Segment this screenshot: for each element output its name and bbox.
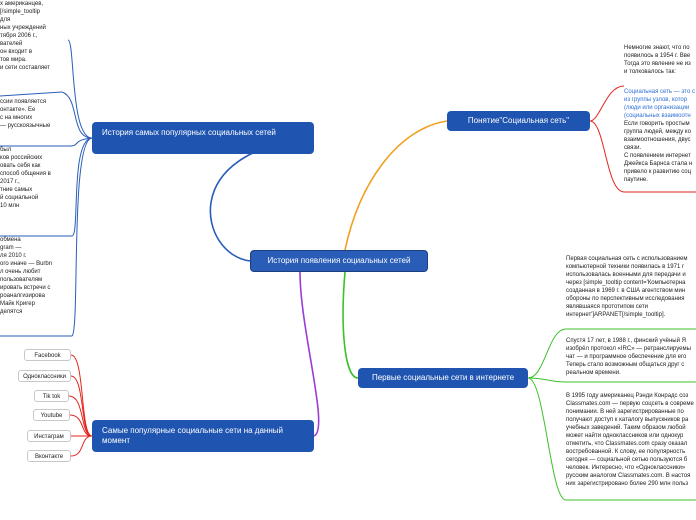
history-text-3: был ков российских овать себя как способ… — [0, 147, 51, 209]
link-first-text2 — [527, 377, 567, 383]
topic-concept[interactable]: Понятие"Социальная сеть" — [447, 111, 590, 131]
link-popular-vk — [70, 435, 93, 457]
link-concept-text2 — [589, 120, 625, 193]
first-text-2: Спустя 17 лет, в 1988 г., финский учёный… — [566, 338, 691, 376]
topic-history[interactable]: История самых популярных социальных сете… — [92, 122, 314, 154]
leaf-facebook[interactable]: Facebook — [24, 349, 71, 361]
link-first-text1 — [527, 328, 567, 379]
concept-definition-text: Социальная сеть — это с из группы узлов,… — [624, 88, 696, 192]
central-topic[interactable]: История появления социальных сетей — [250, 250, 428, 272]
leaf-youtube[interactable]: Youtube — [33, 409, 70, 421]
link-history-text2 — [61, 91, 93, 139]
topic-popular[interactable]: Самые популярные социальные сети на данн… — [92, 420, 314, 452]
leaf-odnoklassniki[interactable]: Одноклассники — [18, 370, 71, 382]
link-history-text4b — [71, 137, 93, 337]
link-history-underline — [0, 91, 63, 97]
history-text-2: ссии появляется онтакте». Ее с на многих… — [0, 99, 51, 129]
link-central-history — [209, 137, 315, 262]
link-central-concept — [344, 120, 448, 251]
concept-intro-text: Немногие знают, что по появилось в 1954 … — [624, 45, 691, 75]
link-history-text3 — [69, 137, 93, 147]
leaf-tiktok[interactable]: Tik tok — [34, 390, 69, 402]
link-history-text1 — [67, 39, 93, 139]
topic-first[interactable]: Первые социальные сети в интернете — [358, 368, 528, 388]
concept-definition-rest: Если говорить простым группа людей, межд… — [624, 121, 693, 183]
link-first-text3 — [527, 377, 567, 501]
link-popular-tiktok — [68, 395, 93, 437]
link-popular-facebook — [70, 354, 93, 437]
history-text-4: обмена gram — ля 2010 г. ого иначе — Bur… — [0, 237, 53, 315]
link-central-first — [342, 271, 359, 379]
leaf-instagram[interactable]: Инстаграм — [27, 430, 71, 442]
first-text-1: Первая социальная сеть с использованием … — [566, 256, 688, 318]
link-central-popular — [299, 271, 320, 437]
link-history-text4 — [71, 137, 93, 237]
history-text-1: х американцев, [/simple_tooltip для ных … — [0, 1, 51, 71]
first-text-3: В 1995 году американец Рэнди Конрадс соз… — [566, 393, 694, 487]
concept-definition-highlight: Социальная сеть — это с из группы узлов,… — [624, 89, 695, 119]
link-concept-text — [589, 85, 625, 122]
leaf-vkontakte[interactable]: Вконтакте — [27, 450, 71, 462]
link-popular-youtube — [69, 414, 93, 437]
